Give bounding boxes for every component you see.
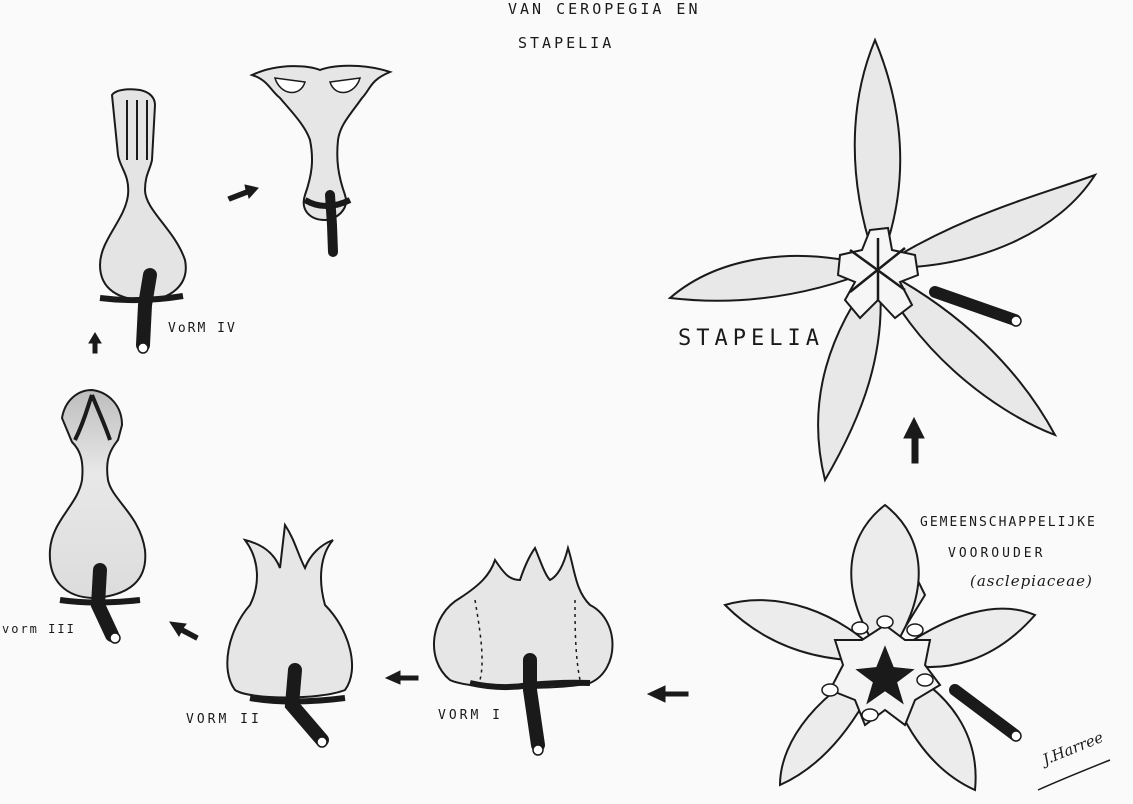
label-ancestor-line-3: (asclepiaceae) <box>970 572 1093 590</box>
arrow-vorm4-to-ceropegia <box>228 185 258 201</box>
arrow-ancestor-to-stapelia <box>904 418 924 463</box>
vorm-3-flower <box>50 390 145 643</box>
label-stapelia: STAPELIA <box>678 326 824 351</box>
vorm-4-flower <box>100 89 186 353</box>
arrow-vorm3-to-vorm4 <box>89 333 101 353</box>
label-ancestor-line-1: GEMEENSCHAPPELIJKE <box>920 515 1097 530</box>
title-line-1: VAN CEROPEGIA EN <box>508 0 701 18</box>
label-vorm-2: VORM II <box>186 712 262 727</box>
label-vorm-4: VoRM IV <box>168 321 237 336</box>
title-line-2: STAPELIA <box>518 34 614 52</box>
label-vorm-1: VORM I <box>438 708 503 723</box>
arrow-ancestor-to-vorm1 <box>648 686 688 702</box>
label-ancestor-line-2: VOOROUDER <box>948 546 1045 561</box>
stapelia-flower <box>670 40 1095 480</box>
ceropegia-flower <box>252 66 390 252</box>
label-vorm-3: vorm III <box>2 622 76 636</box>
arrow-vorm1-to-vorm2 <box>386 671 418 684</box>
vorm-1-flower <box>434 548 613 755</box>
arrow-vorm2-to-vorm3 <box>170 622 198 640</box>
